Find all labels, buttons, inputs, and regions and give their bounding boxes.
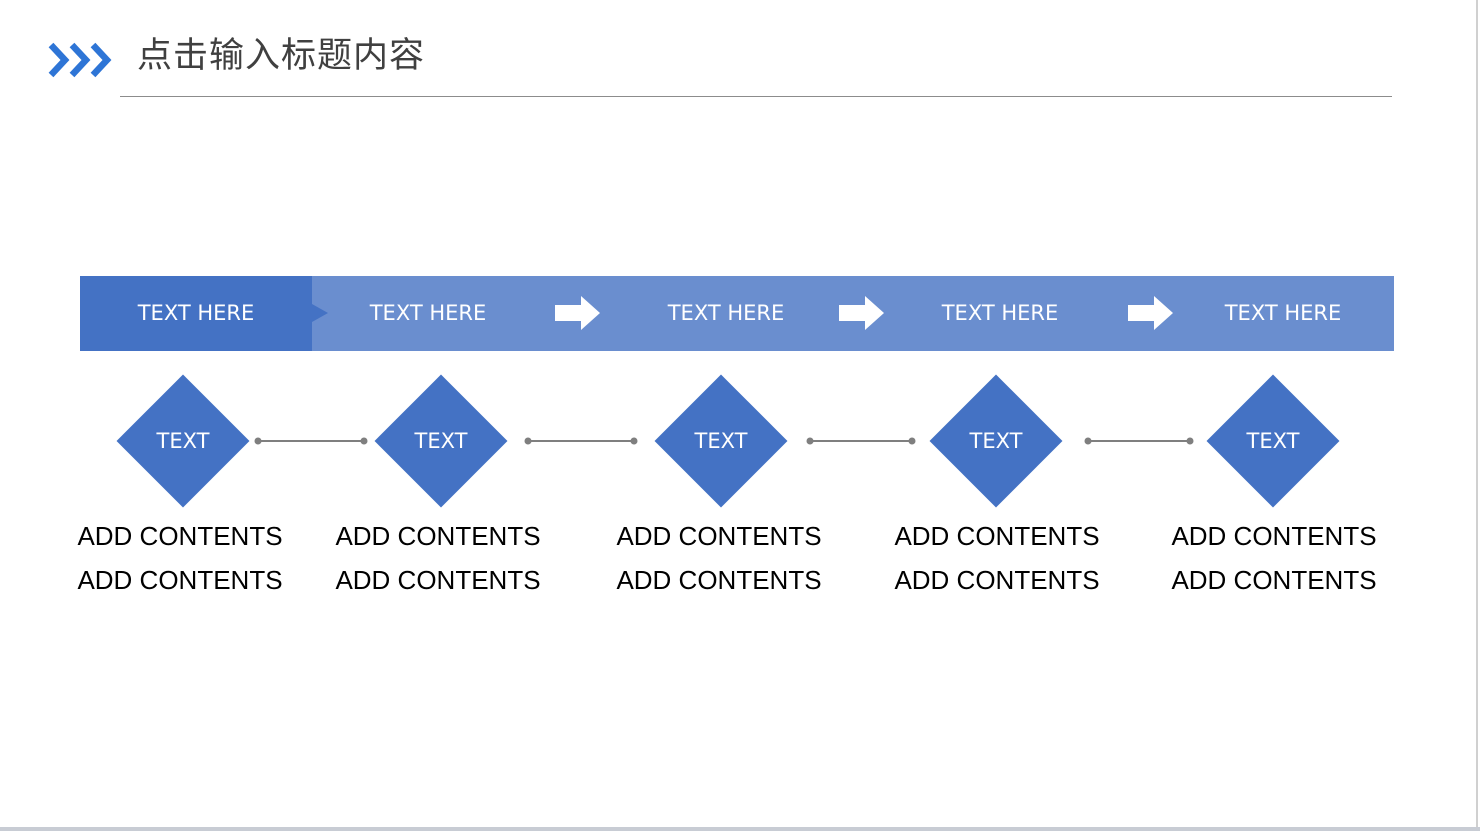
node-label-1: TEXT (156, 429, 210, 453)
right-arrow-icon (555, 296, 600, 330)
connector-line (524, 437, 638, 445)
right-arrow-icon (839, 296, 884, 330)
node-label-4: TEXT (969, 429, 1023, 453)
step-label-4[interactable]: TEXT HERE (941, 301, 1059, 325)
step-label-5[interactable]: TEXT HERE (1224, 301, 1342, 325)
content-text-2a[interactable]: ADD CONTENTS (335, 521, 541, 551)
page-title[interactable]: 点击输入标题内容 (137, 36, 426, 76)
node-label-2: TEXT (414, 429, 468, 453)
node-label-3: TEXT (694, 429, 748, 453)
process-step-bar: TEXT HERE TEXT HERE TEXT HERE TEXT HERE … (80, 276, 1394, 351)
right-arrow-icon (1128, 296, 1173, 330)
step-highlight (80, 276, 312, 351)
content-text-1b[interactable]: ADD CONTENTS (77, 565, 283, 595)
content-text-4b[interactable]: ADD CONTENTS (894, 565, 1100, 595)
content-text-2b[interactable]: ADD CONTENTS (335, 565, 541, 595)
content-text-5a[interactable]: ADD CONTENTS (1171, 521, 1377, 551)
content-text-1a[interactable]: ADD CONTENTS (77, 521, 283, 551)
title-divider (120, 96, 1392, 97)
step-label-1[interactable]: TEXT HERE (137, 301, 255, 325)
slide-edge-right (1476, 0, 1478, 831)
step-highlight-pointer (312, 304, 328, 322)
slide-edge-bottom (0, 827, 1480, 831)
connector-line (1084, 437, 1194, 445)
content-text-3a[interactable]: ADD CONTENTS (616, 521, 822, 551)
node-label-5: TEXT (1246, 429, 1300, 453)
step-label-3[interactable]: TEXT HERE (667, 301, 785, 325)
content-text-5b[interactable]: ADD CONTENTS (1171, 565, 1377, 595)
content-text-3b[interactable]: ADD CONTENTS (616, 565, 822, 595)
connector-line (254, 437, 368, 445)
step-label-2[interactable]: TEXT HERE (369, 301, 487, 325)
connector-line (806, 437, 916, 445)
content-text-4a[interactable]: ADD CONTENTS (894, 521, 1100, 551)
triple-chevron-icon (48, 42, 112, 78)
